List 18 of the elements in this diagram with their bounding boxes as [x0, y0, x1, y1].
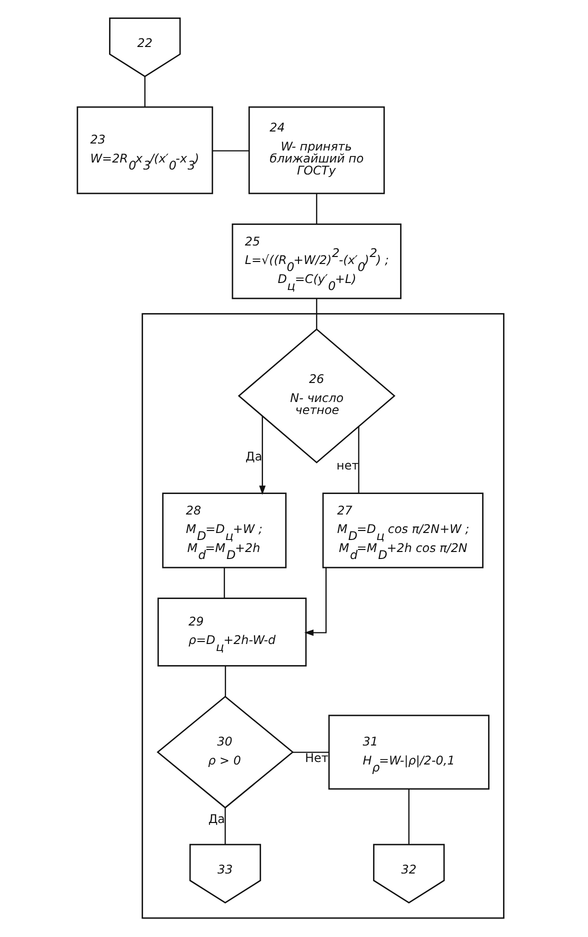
connector: [292, 752, 329, 753]
node-box: 24 W- принять ближайший по ГОСТу: [248, 106, 385, 194]
connector: [408, 788, 410, 844]
node-diamond: 30 ρ > 0: [156, 696, 294, 809]
connector: [224, 808, 226, 844]
connector: [316, 298, 318, 330]
edge-label: Да: [208, 812, 226, 826]
cluster: [142, 313, 504, 919]
connector: [224, 568, 225, 598]
edge-label: Нет: [305, 750, 328, 765]
connector: [316, 194, 318, 224]
connector: [212, 150, 250, 152]
connector: [144, 76, 146, 107]
edge-label: Да: [246, 450, 262, 464]
arrow: [304, 568, 327, 636]
connector: [224, 666, 226, 697]
connector: [358, 426, 360, 494]
arrow: [259, 416, 266, 495]
